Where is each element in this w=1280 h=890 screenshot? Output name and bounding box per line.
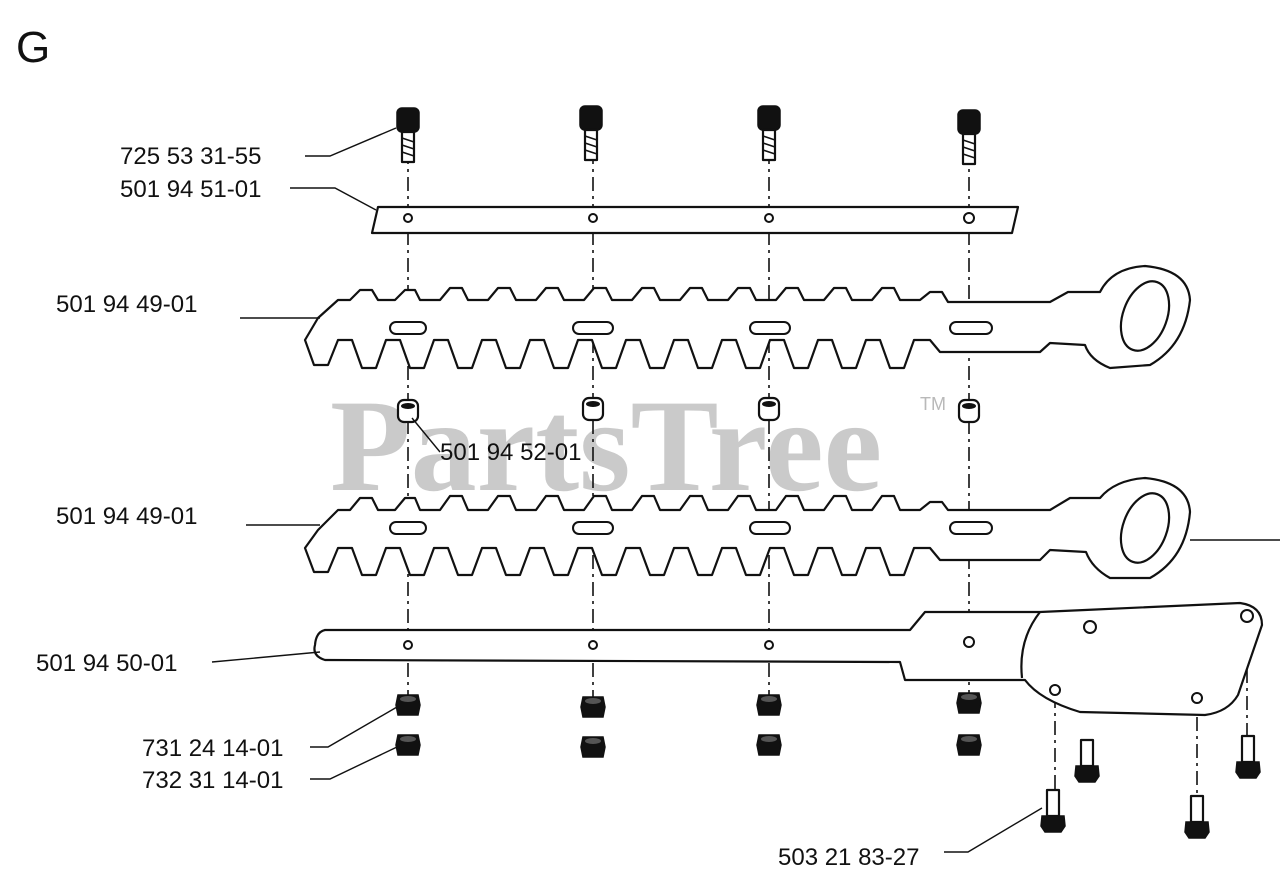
watermark-trademark: TM xyxy=(920,394,946,414)
washer-2 xyxy=(580,696,606,718)
label-screw-bracket: 503 21 83-27 xyxy=(778,844,919,871)
top-bolt-2 xyxy=(578,104,604,162)
section-letter: G xyxy=(16,23,50,72)
spacer-3 xyxy=(757,396,781,422)
label-blade-lower: 501 94 49-01 xyxy=(56,503,197,530)
bracket-screw-3 xyxy=(1039,788,1067,834)
washer-3 xyxy=(756,694,782,716)
nut-3 xyxy=(756,734,782,756)
label-guide-bar: 501 94 50-01 xyxy=(36,650,177,677)
top-bolts xyxy=(395,104,982,166)
nuts xyxy=(395,734,982,758)
washer-1 xyxy=(395,694,421,716)
label-bolt-top: 725 53 31-55 xyxy=(120,143,261,170)
label-blade-upper: 501 94 49-01 xyxy=(56,291,197,318)
blade-lower xyxy=(303,476,1192,580)
nut-4 xyxy=(956,734,982,756)
label-washer: 731 24 14-01 xyxy=(142,735,283,762)
bracket-screw-4 xyxy=(1183,794,1211,840)
bracket-screws xyxy=(1039,734,1262,840)
guide-bar xyxy=(313,601,1264,717)
spacer-1 xyxy=(396,398,420,424)
callout-labels: 725 53 31-55 501 94 51-01 501 94 49-01 5… xyxy=(36,143,919,871)
alignment-axes xyxy=(407,150,1248,800)
spacer-4 xyxy=(957,398,981,424)
cover-plate xyxy=(370,205,1020,235)
leader-lines xyxy=(211,127,1280,853)
top-bolt-4 xyxy=(956,108,982,166)
bracket-screw-2 xyxy=(1234,734,1262,780)
nut-2 xyxy=(580,736,606,758)
top-bolt-1 xyxy=(395,106,421,164)
nut-1 xyxy=(395,734,421,756)
blade-upper xyxy=(303,264,1192,370)
washers xyxy=(395,692,982,718)
label-spacer: 501 94 52-01 xyxy=(440,439,581,466)
spacer-2 xyxy=(581,396,605,422)
bracket-screw-1 xyxy=(1073,738,1101,784)
washer-4 xyxy=(956,692,982,714)
top-bolt-3 xyxy=(756,104,782,162)
label-nut: 732 31 14-01 xyxy=(142,767,283,794)
label-cover-plate: 501 94 51-01 xyxy=(120,176,261,203)
watermark-text: PartsTree xyxy=(330,372,882,519)
